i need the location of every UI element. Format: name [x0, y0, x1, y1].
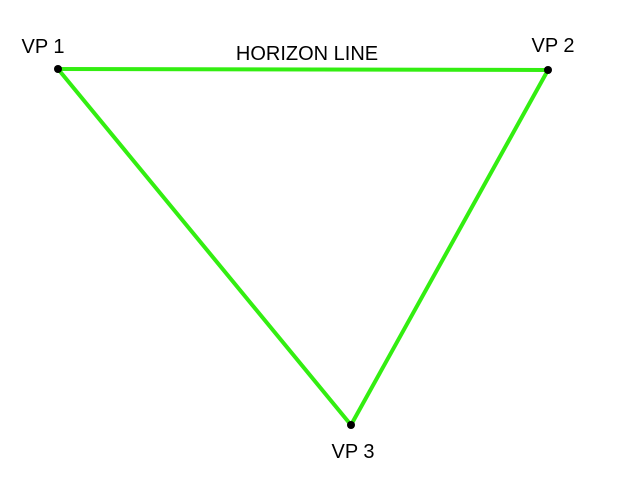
horizon-line: [56, 67, 550, 72]
vp3-label: VP 3: [332, 441, 375, 463]
edge-vp1-vp3: [56, 67, 353, 427]
edge-vp2-vp3: [349, 68, 550, 427]
vp1-point: [54, 65, 62, 73]
vp2-point: [544, 66, 552, 74]
vp3-point: [347, 421, 355, 429]
horizon-label: HORIZON LINE: [236, 43, 378, 65]
vp2-label: VP 2: [532, 35, 575, 57]
vp1-label: VP 1: [22, 36, 65, 58]
